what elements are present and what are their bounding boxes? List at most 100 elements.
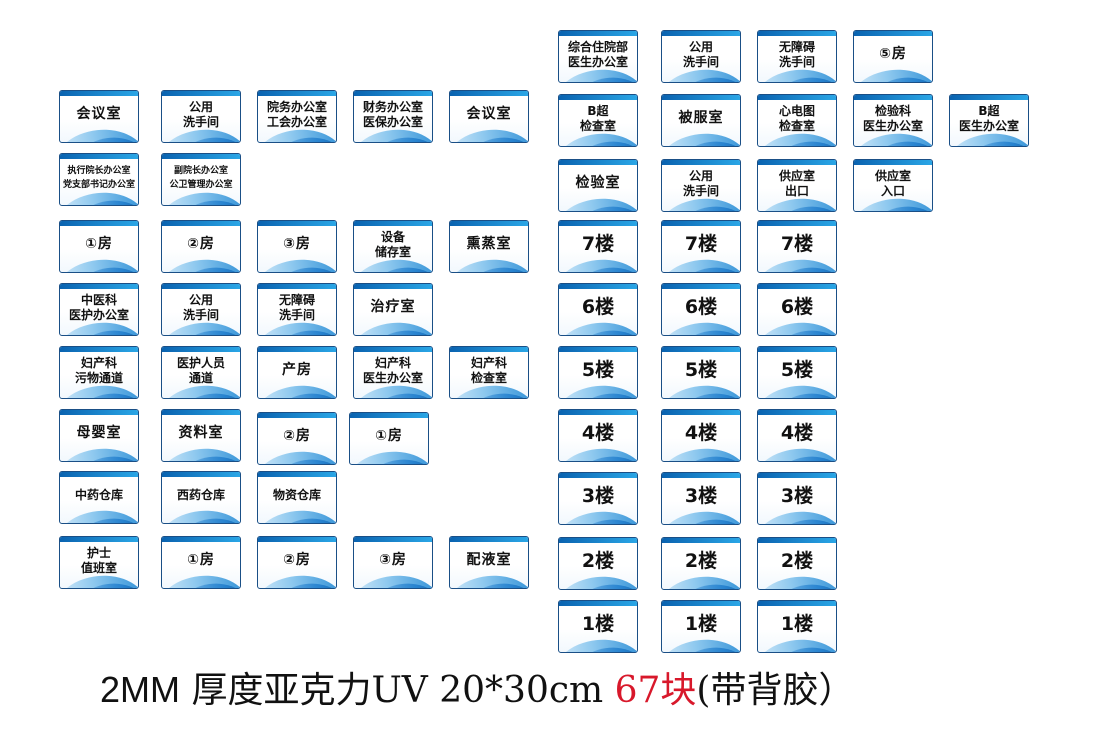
sign-label: 医护人员 通道 — [176, 355, 225, 385]
sign-records-room: 资料室 — [161, 409, 241, 462]
sign-room-2: ②房 — [257, 412, 337, 465]
sign-floor-4: 4楼 — [558, 409, 638, 462]
sign-label: B超 医生办公室 — [958, 103, 1019, 133]
sign-floor-5: 5楼 — [757, 346, 837, 399]
sign-public-restroom: 公用 洗手间 — [161, 283, 241, 336]
sign-label: 7楼 — [581, 233, 615, 255]
sign-floor-6: 6楼 — [661, 283, 741, 336]
caption-adhesive: (带背胶） — [696, 670, 855, 711]
sign-label: 熏蒸室 — [466, 236, 512, 252]
sign-label: 3楼 — [780, 485, 814, 507]
sign-label: 7楼 — [684, 233, 718, 255]
sign-label: 中医科 医护办公室 — [68, 292, 129, 322]
sign-floor-7: 7楼 — [757, 220, 837, 273]
sign-lab-doctor-office: 检验科 医生办公室 — [853, 94, 933, 147]
sign-staff-passage: 医护人员 通道 — [161, 346, 241, 399]
sign-label: 2楼 — [684, 550, 718, 572]
sign-linen-room: 被服室 — [661, 94, 741, 147]
sign-tcm-warehouse: 中药仓库 — [59, 471, 139, 524]
sign-supplies-warehouse: 物资仓库 — [257, 471, 337, 524]
sign-floor-2: 2楼 — [558, 537, 638, 590]
sign-executive-director-office: 执行院长办公室 党支部书记办公室 — [59, 153, 139, 206]
sign-inpatient-doctor-office: 综合住院部 医生办公室 — [558, 30, 638, 83]
sign-label: 中药仓库 — [74, 488, 123, 502]
sign-label: 1楼 — [780, 613, 814, 635]
sign-label: 4楼 — [780, 422, 814, 444]
sign-label: 西药仓库 — [176, 488, 225, 502]
sign-label: 公用 洗手间 — [682, 39, 719, 69]
sign-dispensing-room: 配液室 — [449, 536, 529, 589]
sign-label: ①房 — [375, 428, 403, 444]
sign-admin-union-office: 院务办公室 工会办公室 — [257, 90, 337, 143]
sign-label: 6楼 — [684, 296, 718, 318]
sign-label: 公用 洗手间 — [682, 168, 719, 198]
sign-floor-3: 3楼 — [661, 472, 741, 525]
sign-label: 院务办公室 工会办公室 — [266, 99, 327, 129]
sign-mother-baby-room: 母婴室 — [59, 409, 139, 462]
sign-label: ③房 — [379, 552, 407, 568]
sign-label: 会议室 — [466, 106, 512, 122]
sign-finance-insurance-office: 财务办公室 医保办公室 — [353, 90, 433, 143]
sign-tcm-office: 中医科 医护办公室 — [59, 283, 139, 336]
sign-room-1: ①房 — [349, 412, 429, 465]
sign-label: 妇产科 检查室 — [470, 355, 507, 385]
sign-floor-6: 6楼 — [558, 283, 638, 336]
sign-label: 配液室 — [466, 552, 512, 568]
sign-supply-entrance: 供应室 入口 — [853, 159, 933, 212]
sign-label: ②房 — [283, 428, 311, 444]
sign-label: 6楼 — [780, 296, 814, 318]
sign-label: 副院长办公室 公卫管理办公室 — [169, 165, 233, 190]
sign-label: 治疗室 — [370, 299, 416, 315]
sign-label: 3楼 — [581, 485, 615, 507]
sign-floor-5: 5楼 — [661, 346, 741, 399]
sign-label: 2楼 — [780, 550, 814, 572]
sign-label: 护士 值班室 — [80, 545, 117, 575]
sign-nurse-duty-room: 护士 值班室 — [59, 536, 139, 589]
sign-delivery-room: 产房 — [257, 346, 337, 399]
sign-floor-7: 7楼 — [558, 220, 638, 273]
sign-label: ①房 — [187, 552, 215, 568]
sign-floor-6: 6楼 — [757, 283, 837, 336]
sign-floor-4: 4楼 — [757, 409, 837, 462]
sign-label: ①房 — [85, 236, 113, 252]
sign-label: 心电图 检查室 — [778, 103, 815, 133]
sign-floor-1: 1楼 — [558, 600, 638, 653]
sign-label: 5楼 — [581, 359, 615, 381]
caption-material: 厚度亚克力UV 20*30cm — [180, 670, 615, 711]
sign-label: ②房 — [187, 236, 215, 252]
sign-label: 资料室 — [178, 425, 224, 441]
sign-obgyn-exam-room: 妇产科 检查室 — [449, 346, 529, 399]
sign-room-5: ⑤房 — [853, 30, 933, 83]
sign-label: 供应室 出口 — [778, 168, 815, 198]
sign-label: 妇产科 污物通道 — [74, 355, 123, 385]
sign-label: 公用 洗手间 — [182, 99, 219, 129]
sign-floor-1: 1楼 — [661, 600, 741, 653]
sign-label: 公用 洗手间 — [182, 292, 219, 322]
sign-label: 检验科 医生办公室 — [862, 103, 923, 133]
sign-label: 综合住院部 医生办公室 — [567, 39, 628, 69]
sign-label: 4楼 — [581, 422, 615, 444]
sign-label: 设备 储存室 — [374, 229, 411, 259]
sign-room-2: ②房 — [257, 536, 337, 589]
sign-western-medicine-warehouse: 西药仓库 — [161, 471, 241, 524]
sign-label: ⑤房 — [879, 46, 907, 62]
sign-meeting-room: 会议室 — [59, 90, 139, 143]
sign-room-1: ①房 — [161, 536, 241, 589]
sign-b-ultrasound-doctor-office: B超 医生办公室 — [949, 94, 1029, 147]
sign-label: 4楼 — [684, 422, 718, 444]
sign-label: 供应室 入口 — [874, 168, 911, 198]
sign-label: 母婴室 — [76, 425, 122, 441]
sign-label: 检验室 — [575, 175, 621, 191]
sign-fumigation-room: 熏蒸室 — [449, 220, 529, 273]
sign-label: 财务办公室 医保办公室 — [362, 99, 423, 129]
sign-label: 妇产科 医生办公室 — [362, 355, 423, 385]
caption-count: 67块 — [614, 670, 697, 711]
sign-ecg-room: 心电图 检查室 — [757, 94, 837, 147]
sign-meeting-room: 会议室 — [449, 90, 529, 143]
sign-label: 会议室 — [76, 106, 122, 122]
sign-floor-1: 1楼 — [757, 600, 837, 653]
sign-floor-5: 5楼 — [558, 346, 638, 399]
sign-label: 5楼 — [780, 359, 814, 381]
sign-floor-7: 7楼 — [661, 220, 741, 273]
sign-b-ultrasound-room: B超 检查室 — [558, 94, 638, 147]
